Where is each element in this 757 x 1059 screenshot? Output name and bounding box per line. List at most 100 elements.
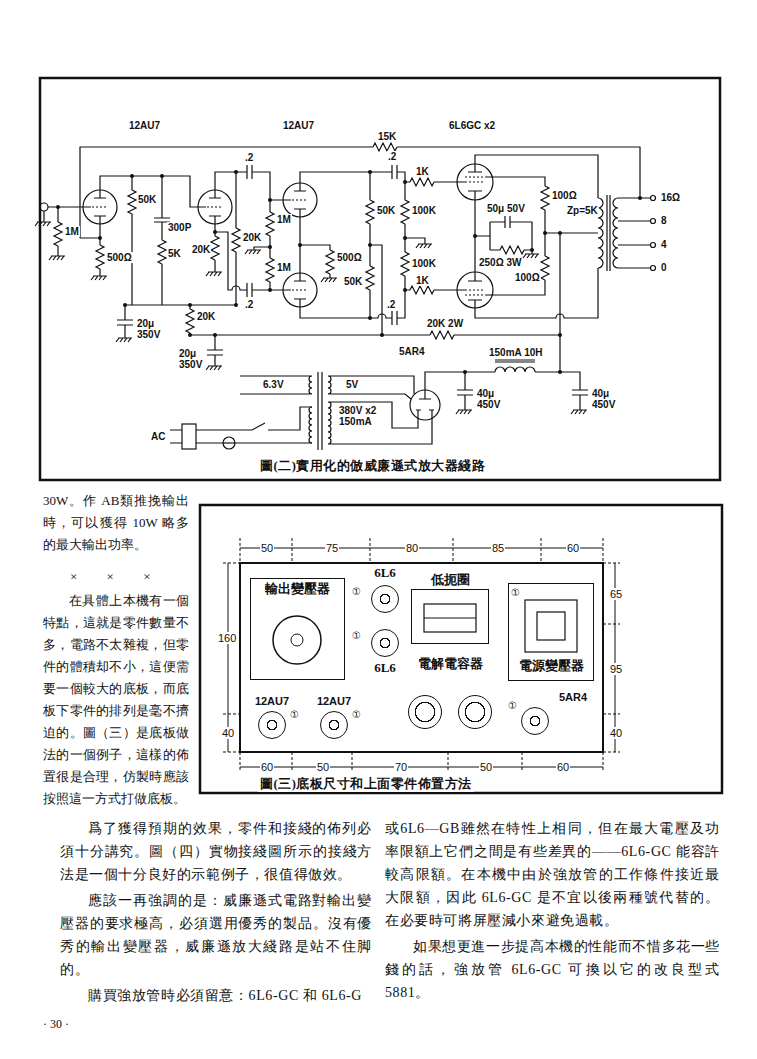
schematic-wire bbox=[223, 442, 235, 443]
output-transformer: 輸出變壓器 bbox=[250, 578, 345, 680]
resistor-value: 50K bbox=[137, 194, 157, 205]
chassis-drawing bbox=[525, 600, 577, 652]
schematic-wire bbox=[651, 243, 656, 248]
dimension: 40 bbox=[221, 727, 235, 739]
tube-socket: 5AR4 bbox=[517, 690, 587, 735]
schematic-component bbox=[232, 228, 240, 252]
schematic-wire bbox=[318, 372, 322, 450]
junction-dot bbox=[558, 370, 562, 374]
figure-frame bbox=[200, 505, 722, 793]
tube-label: 5AR4 bbox=[398, 346, 426, 357]
schematic-component bbox=[326, 250, 334, 274]
part-label: 12AU7 bbox=[307, 694, 361, 708]
junction-dot bbox=[160, 174, 164, 178]
dimension: 50 bbox=[316, 761, 330, 773]
resistor-value: 500Ω bbox=[336, 252, 363, 263]
schematic-wire bbox=[182, 424, 196, 449]
chassis-drawing bbox=[424, 604, 476, 632]
junction-dot bbox=[403, 180, 407, 184]
junction-dot bbox=[56, 170, 642, 374]
schematic-component bbox=[96, 245, 104, 269]
schematic-component bbox=[54, 222, 62, 246]
body-text: 如果想更進一步提高本機的性能而不惜多花一些錢的話，強放管 6L6-GC 可換以它… bbox=[385, 935, 720, 1004]
schematic-component bbox=[541, 186, 549, 210]
tube-socket: 6L6 bbox=[363, 626, 407, 677]
schematic-component bbox=[266, 212, 274, 236]
schematic-component bbox=[571, 410, 587, 414]
chassis-drawing bbox=[291, 634, 303, 646]
callout-number: ① bbox=[508, 700, 517, 711]
schematic-wire bbox=[300, 307, 392, 318]
mains-label: AC bbox=[150, 431, 166, 442]
chassis-drawing bbox=[273, 616, 321, 664]
dimension: 85 bbox=[491, 542, 505, 554]
chassis-drawing bbox=[240, 563, 603, 752]
callout-number: ① bbox=[352, 586, 361, 597]
schematic-wire bbox=[618, 198, 650, 268]
schematic-component bbox=[91, 276, 107, 280]
schematic-wire bbox=[215, 232, 283, 297]
schematic-component bbox=[283, 273, 317, 307]
junction-dot bbox=[368, 170, 372, 174]
figure-caption: 圖(二)實用化的倣威廉遜式放大器綫路 bbox=[258, 460, 487, 474]
capacitor-value: 40μ 450V bbox=[591, 388, 621, 410]
schematic-wire bbox=[235, 172, 236, 305]
resistor-value: 20K 2W bbox=[426, 318, 464, 329]
resistor-value: 15K bbox=[377, 131, 397, 142]
junction-dot bbox=[188, 333, 192, 337]
schematic-component bbox=[401, 200, 409, 224]
electrolytic-capacitor: 電解電容器 bbox=[397, 656, 503, 729]
schematic-component bbox=[245, 250, 261, 254]
junction-dot bbox=[403, 288, 407, 292]
junction-dot bbox=[98, 236, 102, 240]
junction-dot bbox=[188, 303, 192, 307]
resistor-value: 1M bbox=[276, 262, 292, 273]
part-label: 6L6 bbox=[363, 660, 407, 677]
junction-dot bbox=[234, 170, 238, 174]
resistor-value: 100Ω bbox=[551, 190, 578, 201]
junction-dot bbox=[368, 316, 372, 320]
resistor-value: 1K bbox=[415, 166, 430, 177]
socket-outline bbox=[371, 585, 399, 613]
socket-outline bbox=[521, 707, 549, 735]
schematic-wire bbox=[300, 172, 392, 335]
resistor-value: 20K bbox=[191, 244, 211, 255]
part-label: 6L6 bbox=[363, 565, 407, 582]
schematic-component bbox=[83, 190, 117, 224]
capacitor-value: .2 bbox=[387, 151, 397, 162]
junction-dot bbox=[268, 245, 272, 249]
resistor-value: 1M bbox=[64, 226, 80, 237]
junction-dot bbox=[268, 198, 272, 202]
part-label: 5AR4 bbox=[517, 690, 587, 704]
junction-dot bbox=[130, 174, 134, 178]
resistor-value: 20K bbox=[242, 232, 262, 243]
part-label: 電源變壓器 bbox=[519, 658, 584, 675]
schematic-wire bbox=[607, 195, 610, 271]
schematic-wire bbox=[240, 376, 312, 394]
schematic-component bbox=[35, 222, 51, 226]
schematic-component bbox=[206, 366, 222, 370]
chassis-drawing bbox=[424, 618, 476, 619]
dimension-line bbox=[228, 548, 615, 767]
schematic-wire bbox=[651, 219, 656, 224]
resistor-value: 1K bbox=[415, 275, 430, 286]
junction-dot bbox=[638, 196, 642, 200]
schematic-component bbox=[456, 410, 472, 414]
choke-value: 150mA 10H bbox=[488, 347, 544, 358]
capacitor-outline bbox=[458, 695, 492, 729]
winding-label: 5V bbox=[345, 379, 359, 390]
dimension: 60 bbox=[260, 761, 274, 773]
capacitor-row bbox=[397, 695, 503, 729]
schematic-wire bbox=[117, 305, 236, 338]
schematic-wire bbox=[40, 147, 656, 450]
schematic-component bbox=[206, 272, 222, 276]
schematic-wire bbox=[223, 437, 235, 449]
dimension: 50 bbox=[260, 542, 274, 554]
schematic-component bbox=[366, 200, 374, 224]
junction-dot bbox=[403, 236, 407, 240]
dimension: 60 bbox=[556, 761, 570, 773]
tap-label: 0 bbox=[660, 262, 668, 273]
schematic-component bbox=[430, 331, 454, 339]
junction-dot bbox=[298, 243, 302, 247]
junction-dot bbox=[234, 303, 238, 307]
